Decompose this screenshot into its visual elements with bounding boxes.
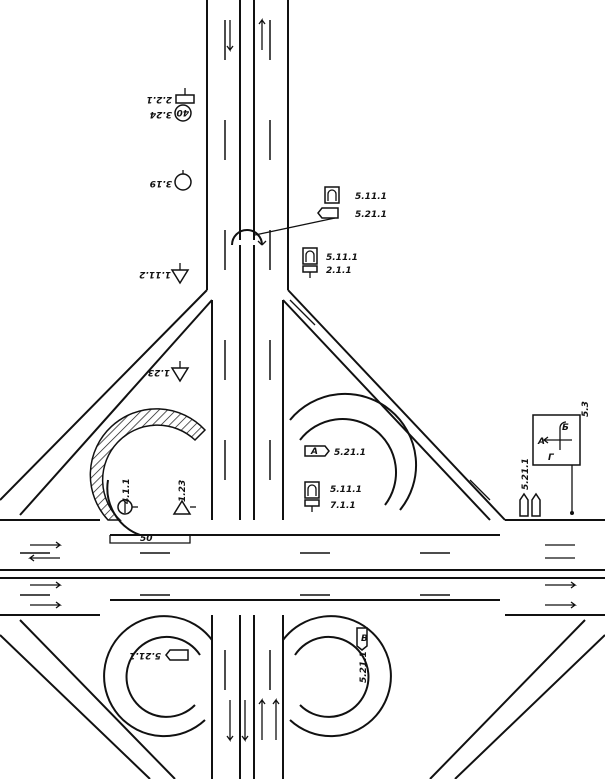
- lane-arrows: [28, 18, 577, 742]
- sign-3-24-speed-limit: 40 3.24: [150, 104, 192, 122]
- svg-text:5.11.1: 5.11.1: [326, 253, 358, 263]
- svg-text:7.1.1: 7.1.1: [330, 501, 356, 511]
- loop-bottom-left: [103, 615, 213, 738]
- sign-4-1-1: 4.1.1: [117, 478, 138, 515]
- loop-top-right: [289, 392, 418, 511]
- svg-text:2.1.1: 2.1.1: [326, 266, 352, 276]
- sign-3-19: 3.19: [150, 170, 192, 191]
- vertical-road: [206, 0, 289, 779]
- sign-5-11-1-2-1-1: 5.11.1 2.1.1: [302, 247, 358, 278]
- svg-text:4.1.1: 4.1.1: [122, 478, 132, 505]
- sign-1-11-2: 1.11.2: [139, 263, 190, 285]
- svg-text:A: A: [537, 437, 545, 447]
- loop-bottom-right: [282, 615, 392, 738]
- sign-lane-direction-5-21-1: 5.21.1: [519, 458, 541, 517]
- svg-text:A: A: [310, 447, 318, 457]
- svg-text:40: 40: [176, 107, 190, 117]
- svg-text:5.11.1: 5.11.1: [355, 192, 387, 202]
- svg-text:1.23: 1.23: [178, 480, 188, 502]
- svg-text:3.24: 3.24: [150, 109, 172, 119]
- svg-text:5.11.1: 5.11.1: [330, 485, 362, 495]
- sign-5-21-1-lane-a: A 5.21.1: [304, 445, 366, 458]
- sign-2-2-1: 2.2.1: [146, 88, 195, 104]
- loop-top-left: [89, 408, 207, 536]
- sign-5-21-1-bottom-right: В 5.21.1: [356, 627, 369, 683]
- u-turn-arrowhead: [257, 240, 267, 246]
- svg-text:Б: Б: [562, 423, 569, 433]
- svg-text:5.21.1: 5.21.1: [521, 458, 531, 490]
- svg-text:5.3: 5.3: [581, 401, 591, 417]
- sign-1-23: 1.23: [172, 480, 196, 515]
- sign-u-turn-5-11-1: 5.11.1 5.21.1: [254, 186, 387, 236]
- svg-text:В: В: [361, 634, 368, 644]
- svg-text:2.2.1: 2.2.1: [146, 94, 172, 104]
- svg-text:Г: Г: [548, 453, 555, 463]
- svg-text:5.21.1: 5.21.1: [334, 448, 366, 458]
- u-turn-arrow: [231, 229, 263, 246]
- svg-text:1.23: 1.23: [148, 367, 170, 377]
- svg-text:50: 50: [140, 534, 153, 544]
- sign-5-11-1-7-1-1: 5.11.1 7.1.1: [304, 481, 362, 512]
- dimension-50: 50: [109, 534, 191, 544]
- svg-text:5.21.1: 5.21.1: [359, 651, 369, 683]
- svg-text:5.21.1: 5.21.1: [129, 650, 161, 660]
- svg-text:5.21.1: 5.21.1: [355, 210, 387, 220]
- sign-1-23-upper: 1.23: [148, 361, 190, 383]
- sign-5-21-1-bottom-left: 5.21.1: [129, 649, 189, 661]
- svg-text:3.19: 3.19: [150, 178, 172, 188]
- svg-text:1.11.2: 1.11.2: [139, 269, 171, 279]
- sign-5-3-direction-scheme: A Б Г 5.3: [532, 401, 591, 515]
- horizontal-road: [0, 519, 605, 616]
- diagonal-ramps: [0, 289, 605, 779]
